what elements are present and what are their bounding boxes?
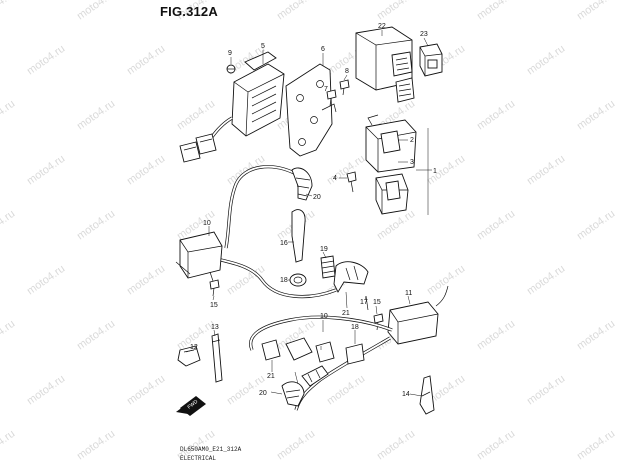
watermark-text: moto4.ru xyxy=(125,263,167,298)
watermark-text: moto4.ru xyxy=(0,428,17,463)
callout-8: 8 xyxy=(345,68,349,75)
callout-11: 11 xyxy=(405,290,412,297)
watermark-text: moto4.ru xyxy=(225,153,267,188)
watermark-text: moto4.ru xyxy=(75,98,117,133)
part-21-plug-cap-lower xyxy=(301,365,329,387)
watermark-text: moto4.ru xyxy=(475,318,517,353)
part-22-ecm xyxy=(355,26,415,103)
callout-20-lower: 20 xyxy=(259,390,267,397)
part-1-relay-assembly xyxy=(365,114,429,215)
part-18-boot-upper xyxy=(289,273,307,287)
leader-lines xyxy=(185,30,432,397)
watermark-text: moto4.ru xyxy=(575,318,617,353)
figure-caption: ELECTRICAL xyxy=(180,455,217,462)
callout-13: 13 xyxy=(211,324,219,331)
callout-7: 7 xyxy=(324,86,328,93)
callout-10-upper: 10 xyxy=(203,220,211,227)
callout-17: 17 xyxy=(360,299,368,306)
watermark-text: moto4.ru xyxy=(0,208,17,243)
part-8-bolt xyxy=(339,79,350,96)
watermark-text: moto4.ru xyxy=(525,43,567,78)
part-21-plug-cap-upper xyxy=(333,261,369,293)
part-9-bolt xyxy=(226,64,236,74)
callout-12: 12 xyxy=(190,344,198,351)
part-20-plug-cap-lower xyxy=(281,381,305,407)
watermark-text: moto4.ru xyxy=(475,98,517,133)
part-6-bracket xyxy=(285,63,337,157)
callout-5: 5 xyxy=(261,43,265,50)
watermark-text: moto4.ru xyxy=(575,208,617,243)
watermark-text: moto4.ru xyxy=(0,0,17,22)
callout-labels: 1 2 3 4 5 6 7 8 9 10 10 11 12 13 14 15 1… xyxy=(190,23,437,398)
part-4-bolt xyxy=(346,171,357,193)
watermark-text: moto4.ru xyxy=(125,153,167,188)
part-16-sleeve xyxy=(291,209,306,263)
watermark-text: moto4.ru xyxy=(275,0,317,22)
front-marker-label: FWD xyxy=(187,399,200,411)
callout-10-lower: 10 xyxy=(320,313,328,320)
callout-20-upper: 20 xyxy=(313,194,321,201)
part-7-screw xyxy=(326,89,337,107)
watermark-text: moto4.ru xyxy=(525,373,567,408)
watermark-text: moto4.ru xyxy=(75,0,117,22)
callout-16: 16 xyxy=(280,240,288,247)
watermark-text: moto4.ru xyxy=(325,373,367,408)
watermark-text: moto4.ru xyxy=(575,98,617,133)
front-direction-marker: FWD xyxy=(176,396,206,416)
watermark-text: moto4.ru xyxy=(525,263,567,298)
part-15-bolt-left xyxy=(209,279,220,297)
watermark-text: moto4.ru xyxy=(75,208,117,243)
callout-6: 6 xyxy=(321,46,325,53)
part-23-connector xyxy=(419,43,443,77)
part-5-regulator xyxy=(179,51,285,163)
watermark-text: moto4.ru xyxy=(475,0,517,22)
watermark-text: moto4.ru xyxy=(275,428,317,463)
watermark-text: moto4.ru xyxy=(575,0,617,22)
watermark-text: moto4.ru xyxy=(475,208,517,243)
callout-21-lower: 21 xyxy=(267,373,275,380)
callout-4: 4 xyxy=(333,175,337,182)
callout-22: 22 xyxy=(378,23,386,30)
watermark-text: moto4.ru xyxy=(75,318,117,353)
part-13-cable-tie xyxy=(211,333,223,383)
part-10-ignition-coil-upper xyxy=(175,165,337,299)
watermark-text: moto4.ru xyxy=(575,428,617,463)
callout-2: 2 xyxy=(410,137,414,144)
callout-15-right: 15 xyxy=(373,299,381,306)
part-11-ignition-coil-lower xyxy=(387,285,449,345)
figure-title: FIG.312A xyxy=(160,4,218,19)
watermark-text: moto4.ru xyxy=(25,263,67,298)
watermark-text: moto4.ru xyxy=(25,153,67,188)
part-19-cap xyxy=(320,255,336,279)
callout-19: 19 xyxy=(320,246,328,253)
watermark-text: moto4.ru xyxy=(125,43,167,78)
watermark-text: moto4.ru xyxy=(25,373,67,408)
watermark-text: moto4.ru xyxy=(375,428,417,463)
callout-1: 1 xyxy=(433,168,437,175)
figure-code: DL650AM0_E21_312A xyxy=(180,446,242,453)
watermark-text: moto4.ru xyxy=(25,43,67,78)
part-14-clip xyxy=(419,375,435,415)
callout-3: 3 xyxy=(410,159,414,166)
part-17-clip xyxy=(365,295,369,311)
callout-15-left: 15 xyxy=(210,302,218,309)
callout-18-lower: 18 xyxy=(351,324,359,331)
callout-18-upper: 18 xyxy=(280,277,288,284)
watermark-text: moto4.ru xyxy=(125,373,167,408)
watermark-text: moto4.ru xyxy=(75,428,117,463)
watermark-text: moto4.ru xyxy=(375,0,417,22)
watermark-text: moto4.ru xyxy=(475,428,517,463)
callout-9: 9 xyxy=(228,50,232,57)
watermark-text: moto4.ru xyxy=(175,98,217,133)
watermark-text: moto4.ru xyxy=(525,153,567,188)
callout-14: 14 xyxy=(402,391,410,398)
callout-23: 23 xyxy=(420,31,428,38)
watermark-text: moto4.ru xyxy=(0,98,17,133)
callout-21-upper: 21 xyxy=(342,310,350,317)
watermark-text: moto4.ru xyxy=(0,318,17,353)
watermark-text: moto4.ru xyxy=(325,153,367,188)
